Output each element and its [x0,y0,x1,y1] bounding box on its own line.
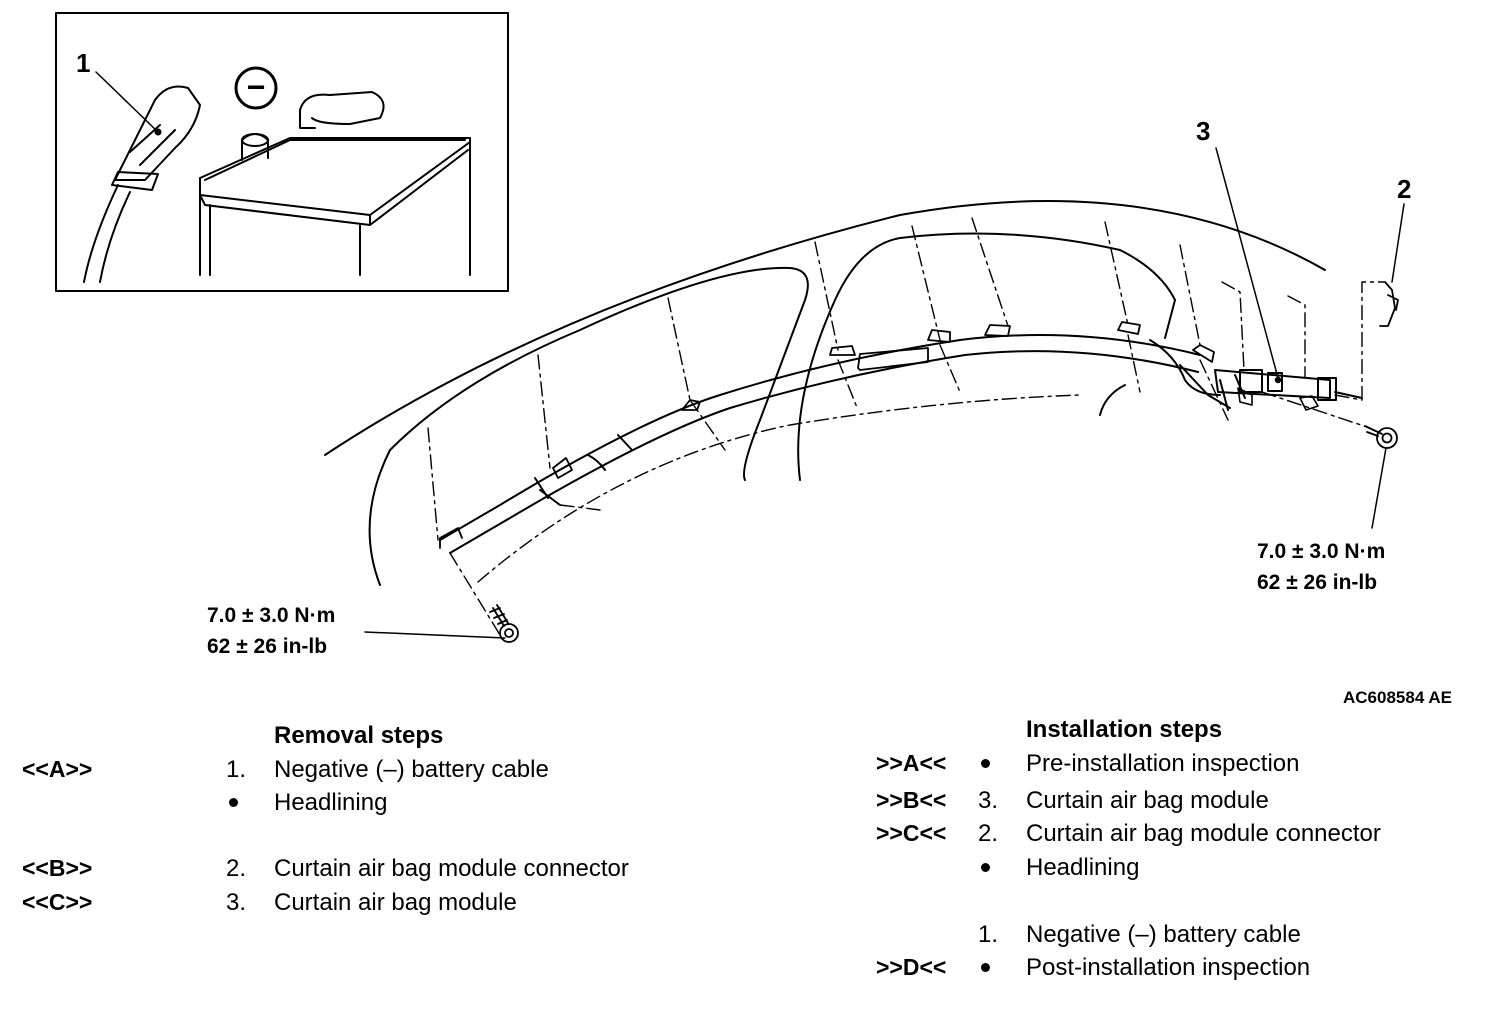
installation-title: Installation steps [1026,716,1223,743]
installation-step: >>C<< 2. Curtain air bag module connecto… [876,820,1496,852]
torque-inlb: 62 ± 26 in-lb [1257,571,1378,594]
step-label: Post-installation inspection [1026,954,1311,981]
step-label: Headlining [1026,854,1140,881]
installation-step: >>D<< Post-installation inspection [876,954,1496,986]
removal-step: <<B>> 2. Curtain air bag module connecto… [22,855,722,887]
step-ref: >>D<< [876,954,947,980]
callout-1: 1 [76,48,91,78]
step-label: Pre-installation inspection [1026,750,1300,777]
step-ref: <<C>> [22,889,93,915]
bullet-icon [981,954,990,982]
bolt-left-icon [489,604,519,643]
step-label: Curtain air bag module [274,889,517,916]
installation-step: 1. Negative (–) battery cable [876,921,1496,953]
removal-step: <<A>> 1. Negative (–) battery cable [22,756,722,788]
step-number: 2. [226,855,247,882]
step-number: 2. [978,820,999,847]
step-label: Negative (–) battery cable [1026,921,1301,948]
installation-step: >>A<< Pre-installation inspection [876,750,1496,782]
roof-outline [324,200,1326,586]
installation-step: Headlining [876,854,1496,886]
callout-2: 2 [1397,174,1412,204]
battery-cable-icon [83,85,201,283]
step-label: Headlining [274,789,388,816]
minus-symbol: − [247,69,266,105]
connector-bracket-icon [1237,387,1319,411]
torque-spec-left: 7.0 ± 3.0 N·m 62 ± 26 in-lb [207,600,335,662]
torque-nm: 7.0 ± 3.0 N·m [207,604,336,627]
step-label: Curtain air bag module connector [274,855,629,882]
step-number: 1. [226,756,247,783]
step-number: 1. [978,921,999,948]
step-ref: >>A<< [876,750,947,776]
bullet-icon [229,789,238,817]
removal-step: Headlining [22,789,722,821]
curtain-airbag-module [439,334,1363,554]
callout-leaders [364,147,1405,639]
step-number: 3. [978,787,999,814]
bullet-icon [981,854,990,882]
connector-clip-icon [1379,281,1399,327]
step-number: 3. [226,889,247,916]
removal-step: <<C>> 3. Curtain air bag module [22,889,722,921]
bolt-right-icon [1364,425,1398,449]
bullet-icon [981,750,990,778]
battery-icon [199,91,471,276]
removal-title: Removal steps [274,722,444,749]
mounting-brackets [439,321,1215,549]
torque-inlb: 62 ± 26 in-lb [207,635,328,658]
step-label: Negative (–) battery cable [274,756,549,783]
step-ref: <<B>> [22,855,93,881]
step-label: Curtain air bag module connector [1026,820,1381,847]
torque-nm: 7.0 ± 3.0 N·m [1257,540,1386,563]
minus-terminal-icon [234,66,278,110]
figure-id: AC608584 AE [1343,688,1452,707]
installation-step: >>B<< 3. Curtain air bag module [876,787,1496,819]
callout-3: 3 [1196,116,1211,146]
step-ref: <<A>> [22,756,93,782]
battery-inset: − [55,12,509,292]
torque-spec-right: 7.0 ± 3.0 N·m 62 ± 26 in-lb [1257,536,1385,598]
step-ref: >>B<< [876,787,947,813]
step-ref: >>C<< [876,820,947,846]
alignment-lines [427,217,1385,636]
step-label: Curtain air bag module [1026,787,1269,814]
curtain-airbag-diagram: − [55,12,1405,643]
